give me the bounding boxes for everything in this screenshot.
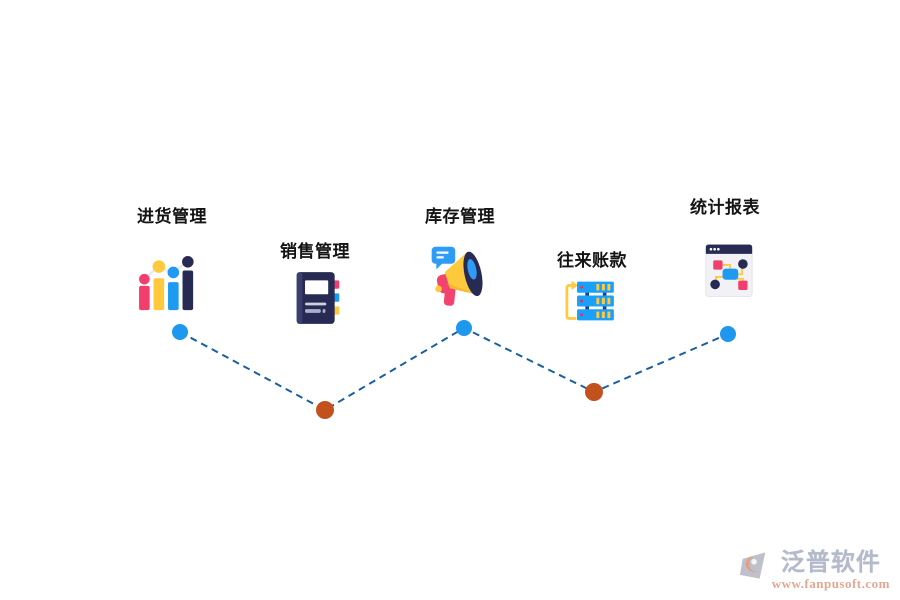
megaphone-icon xyxy=(426,243,492,309)
connector-dot xyxy=(720,326,736,342)
node-label-sales: 销售管理 xyxy=(280,242,350,261)
connector-dot xyxy=(316,401,334,419)
notebook-icon xyxy=(293,270,343,326)
node-label-report: 统计报表 xyxy=(690,198,760,217)
watermark-url: www.fanpusoft.com xyxy=(771,576,890,591)
node-label-purchase: 进货管理 xyxy=(137,207,207,226)
node-label-inventory: 库存管理 xyxy=(425,207,495,226)
connector-dot xyxy=(172,324,188,340)
bar-chart-icon xyxy=(137,256,201,312)
dashed-connector-line xyxy=(179,326,729,412)
watermark: 泛普软件 www.fanpusoft.com xyxy=(738,550,890,592)
server-stack-icon xyxy=(560,278,618,324)
report-window-icon xyxy=(704,242,754,299)
fanpu-logo-icon xyxy=(739,552,765,579)
node-label-accounts: 往来账款 xyxy=(557,251,627,270)
connector-dot xyxy=(585,383,603,401)
connector-dot xyxy=(456,320,472,336)
watermark-brand: 泛普软件 xyxy=(780,548,881,576)
